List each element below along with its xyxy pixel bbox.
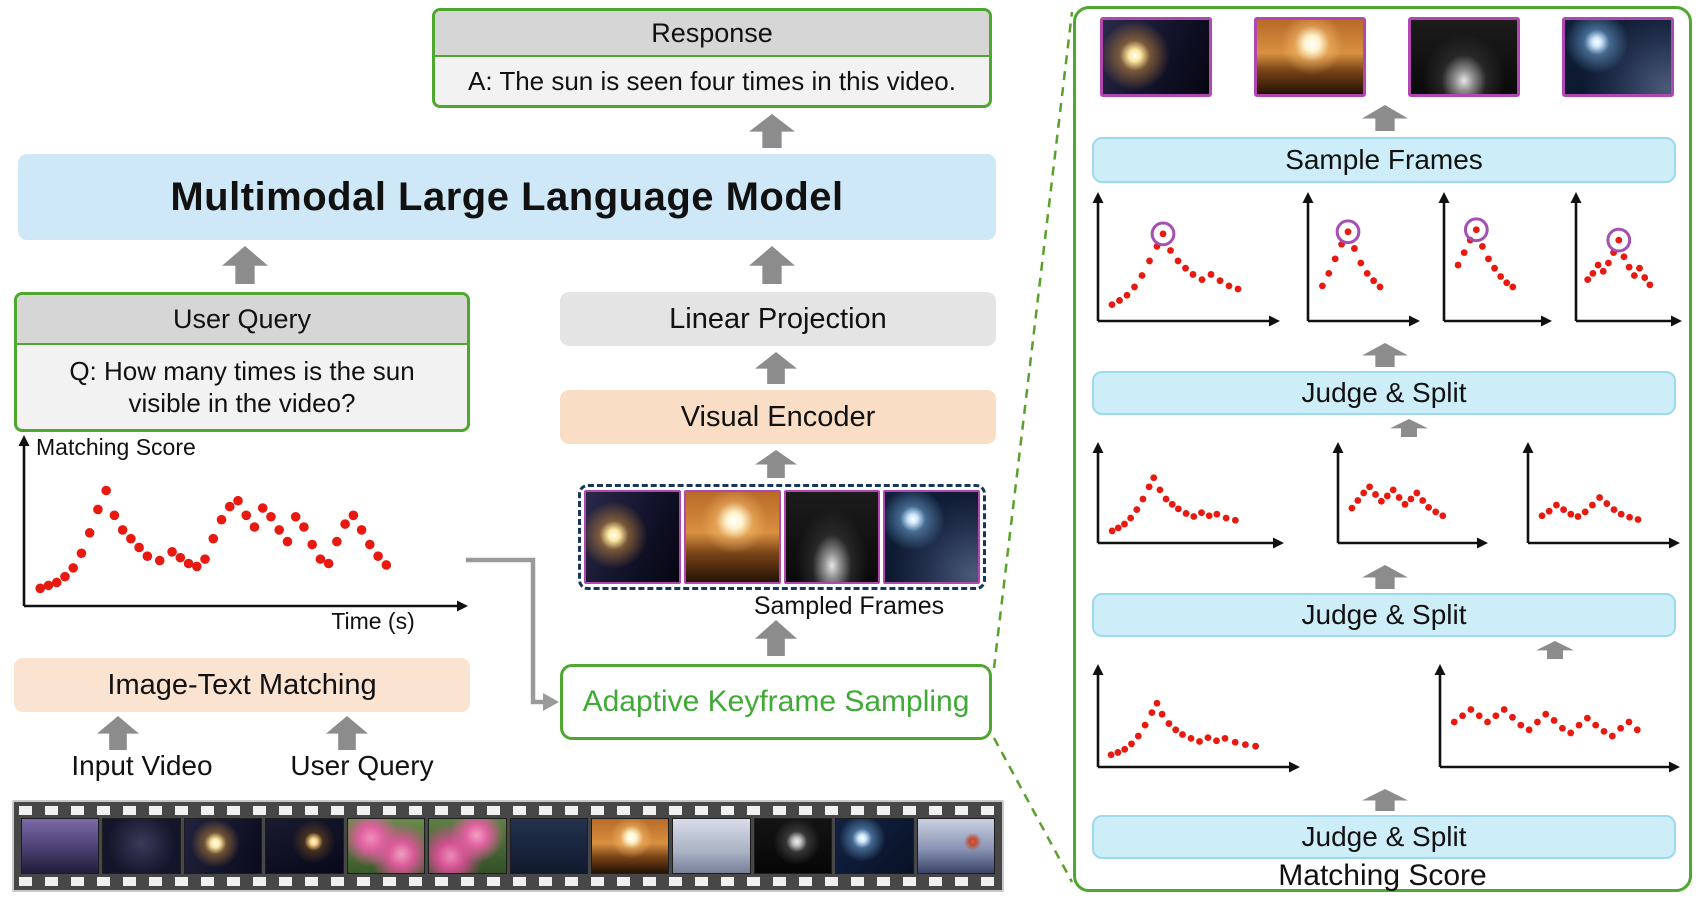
film-frame-11 <box>835 818 914 874</box>
mllm-label: Multimodal Large Language Model <box>170 174 844 219</box>
split-plot-2b <box>1324 441 1490 559</box>
sampled-frame-1 <box>584 490 681 584</box>
judge-split-box-3: Judge & Split <box>1092 815 1676 859</box>
film-frame-1 <box>21 818 100 874</box>
keyframe-2 <box>1254 17 1366 97</box>
sample-frames-box: Sample Frames <box>1092 137 1676 183</box>
arrow-split-mid-icon <box>1390 419 1428 437</box>
matching-score-plot <box>10 434 470 622</box>
judge-split-box-1: Judge & Split <box>1092 371 1676 415</box>
sampled-plot-2 <box>1294 191 1422 337</box>
sampled-frame-4 <box>883 490 980 584</box>
arrow-judge3-up-icon <box>1362 789 1408 811</box>
judge-split-label-1: Judge & Split <box>1301 377 1467 408</box>
user-query-header: User Query <box>17 295 467 345</box>
user-query-header-label: User Query <box>172 303 312 334</box>
arrow-aks-to-frames-icon <box>755 620 797 656</box>
keyframe-4 <box>1562 17 1674 97</box>
arrow-video-to-matching-icon <box>97 716 139 750</box>
arrow-frames-to-encoder-icon <box>755 450 797 478</box>
keyframe-3 <box>1408 17 1520 97</box>
arrow-mllm-to-response-icon <box>749 114 795 148</box>
film-frame-3 <box>183 818 263 874</box>
sampled-frame-3 <box>783 490 881 584</box>
judge-split-box-2: Judge & Split <box>1092 593 1676 637</box>
arrow-judge1-up-icon <box>1362 343 1408 367</box>
film-frame-9 <box>672 818 751 874</box>
adaptive-keyframe-sampling-box: Adaptive Keyframe Sampling <box>560 664 992 740</box>
response-header-label: Response <box>651 17 773 48</box>
film-sprockets-bottom <box>19 877 997 886</box>
input-video-label: Input Video <box>71 750 213 781</box>
user-query-input-label: User Query <box>290 750 434 781</box>
aks-detail-panel: Sample Frames Judge & Split Judge & Spli… <box>1073 6 1692 892</box>
sampled-plot-3 <box>1430 191 1554 337</box>
split-plot-2c <box>1514 441 1682 559</box>
film-frames-row <box>21 818 996 874</box>
keyframe-1 <box>1100 17 1212 97</box>
arrow-sample-to-frames-icon <box>1362 105 1408 131</box>
film-frame-7 <box>509 818 588 874</box>
arrow-encoder-to-projection-icon <box>755 352 797 384</box>
response-body: A: The sun is seen four times in this vi… <box>435 57 989 105</box>
image-text-matching-box: Image-Text Matching <box>14 658 470 712</box>
arrow-judge2-up-icon <box>1362 565 1408 589</box>
film-strip <box>12 800 1004 892</box>
sample-frames-label: Sample Frames <box>1285 144 1483 175</box>
split-plot-1a <box>1084 663 1302 783</box>
film-frame-12 <box>916 818 996 874</box>
sampled-frame-2 <box>683 490 781 584</box>
sampled-frames-box <box>578 484 986 590</box>
film-sprockets-top <box>19 806 997 815</box>
film-frame-5 <box>346 818 426 874</box>
film-frame-6 <box>428 818 507 874</box>
split-plot-1b <box>1426 663 1682 783</box>
user-query-body: Q: How many times is the sun visible in … <box>17 345 467 429</box>
linear-projection-box: Linear Projection <box>560 292 996 346</box>
film-frame-2 <box>102 818 181 874</box>
response-header: Response <box>435 11 989 57</box>
film-frame-10 <box>753 818 833 874</box>
sampled-plot-4 <box>1562 191 1684 337</box>
linear-projection-label: Linear Projection <box>669 302 887 335</box>
matching-score-input-label: Matching Score <box>1278 859 1487 892</box>
arrow-split-right-icon <box>1536 641 1574 659</box>
arrow-query-to-matching-icon <box>326 716 368 750</box>
response-text: A: The sun is seen four times in this vi… <box>468 65 956 96</box>
user-query-text: Q: How many times is the sun visible in … <box>69 355 415 419</box>
visual-encoder-box: Visual Encoder <box>560 390 996 444</box>
mllm-box: Multimodal Large Language Model <box>18 154 996 240</box>
sampled-frames-label: Sampled Frames <box>753 592 945 620</box>
image-text-matching-label: Image-Text Matching <box>107 668 377 701</box>
response-box: Response A: The sun is seen four times i… <box>432 8 992 108</box>
arrow-projection-to-mllm-icon <box>749 246 795 284</box>
visual-encoder-label: Visual Encoder <box>680 400 876 433</box>
matching-score-ylabel: Matching Score <box>36 434 196 460</box>
time-xlabel: Time (s) <box>331 608 415 634</box>
arrow-query-to-mllm-icon <box>222 246 268 284</box>
user-query-box: User Query Q: How many times is the sun … <box>14 292 470 432</box>
sampled-plot-1 <box>1084 191 1282 337</box>
judge-split-label-2: Judge & Split <box>1301 599 1467 630</box>
film-frame-4 <box>265 818 344 874</box>
judge-split-label-3: Judge & Split <box>1301 821 1467 852</box>
split-plot-2a <box>1084 441 1286 559</box>
aks-label: Adaptive Keyframe Sampling <box>582 685 970 718</box>
film-frame-8 <box>590 818 670 874</box>
